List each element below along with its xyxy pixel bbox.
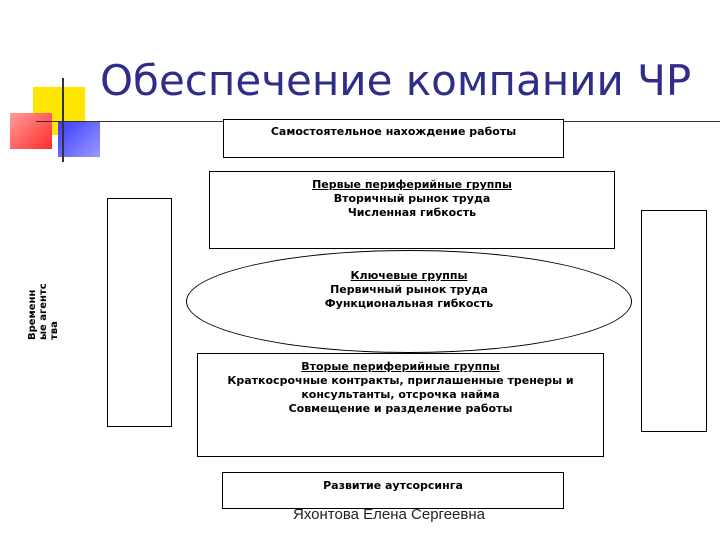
outsourcing-box: Развитие аутсорсинга	[222, 472, 564, 509]
core-groups-ellipse: Ключевые группы Первичный рынок труда Фу…	[186, 250, 632, 353]
second-periphery-box: Вторые периферийные группы Краткосрочные…	[197, 353, 604, 457]
second-periphery-line1: Краткосрочные контракты, приглашенные тр…	[227, 374, 574, 401]
self-job-search-box: Самостоятельное нахождение работы	[223, 119, 564, 158]
temp-agencies-text: Временные агентства	[27, 283, 60, 340]
core-groups-line2: Функциональная гибкость	[324, 297, 494, 310]
slide-title: Обеспечение компании ЧР	[100, 56, 692, 106]
first-periphery-box: Первые периферийные группы Вторичный рын…	[209, 171, 615, 249]
deco-red-square	[10, 113, 52, 149]
first-periphery-heading: Первые периферийные группы	[312, 178, 512, 191]
deco-vertical-line	[62, 78, 64, 162]
deco-blue-square	[58, 121, 100, 157]
outsourcing-label: Развитие аутсорсинга	[323, 479, 463, 492]
core-groups-heading: Ключевые группы	[350, 269, 468, 282]
second-periphery-line2: Совмещение и разделение работы	[288, 402, 513, 415]
temp-agencies-label: Временные агентства	[27, 260, 60, 340]
self-job-search-label: Самостоятельное нахождение работы	[270, 125, 517, 138]
slide-footer: Яхонтова Елена Сергеевна	[293, 506, 485, 523]
second-periphery-heading: Вторые периферийные группы	[301, 360, 500, 373]
core-groups-line1: Первичный рынок труда	[330, 283, 488, 296]
left-side-box	[107, 198, 172, 427]
first-periphery-line1: Вторичный рынок труда	[333, 192, 491, 205]
first-periphery-line2: Численная гибкость	[347, 206, 477, 219]
right-side-box	[641, 210, 707, 432]
